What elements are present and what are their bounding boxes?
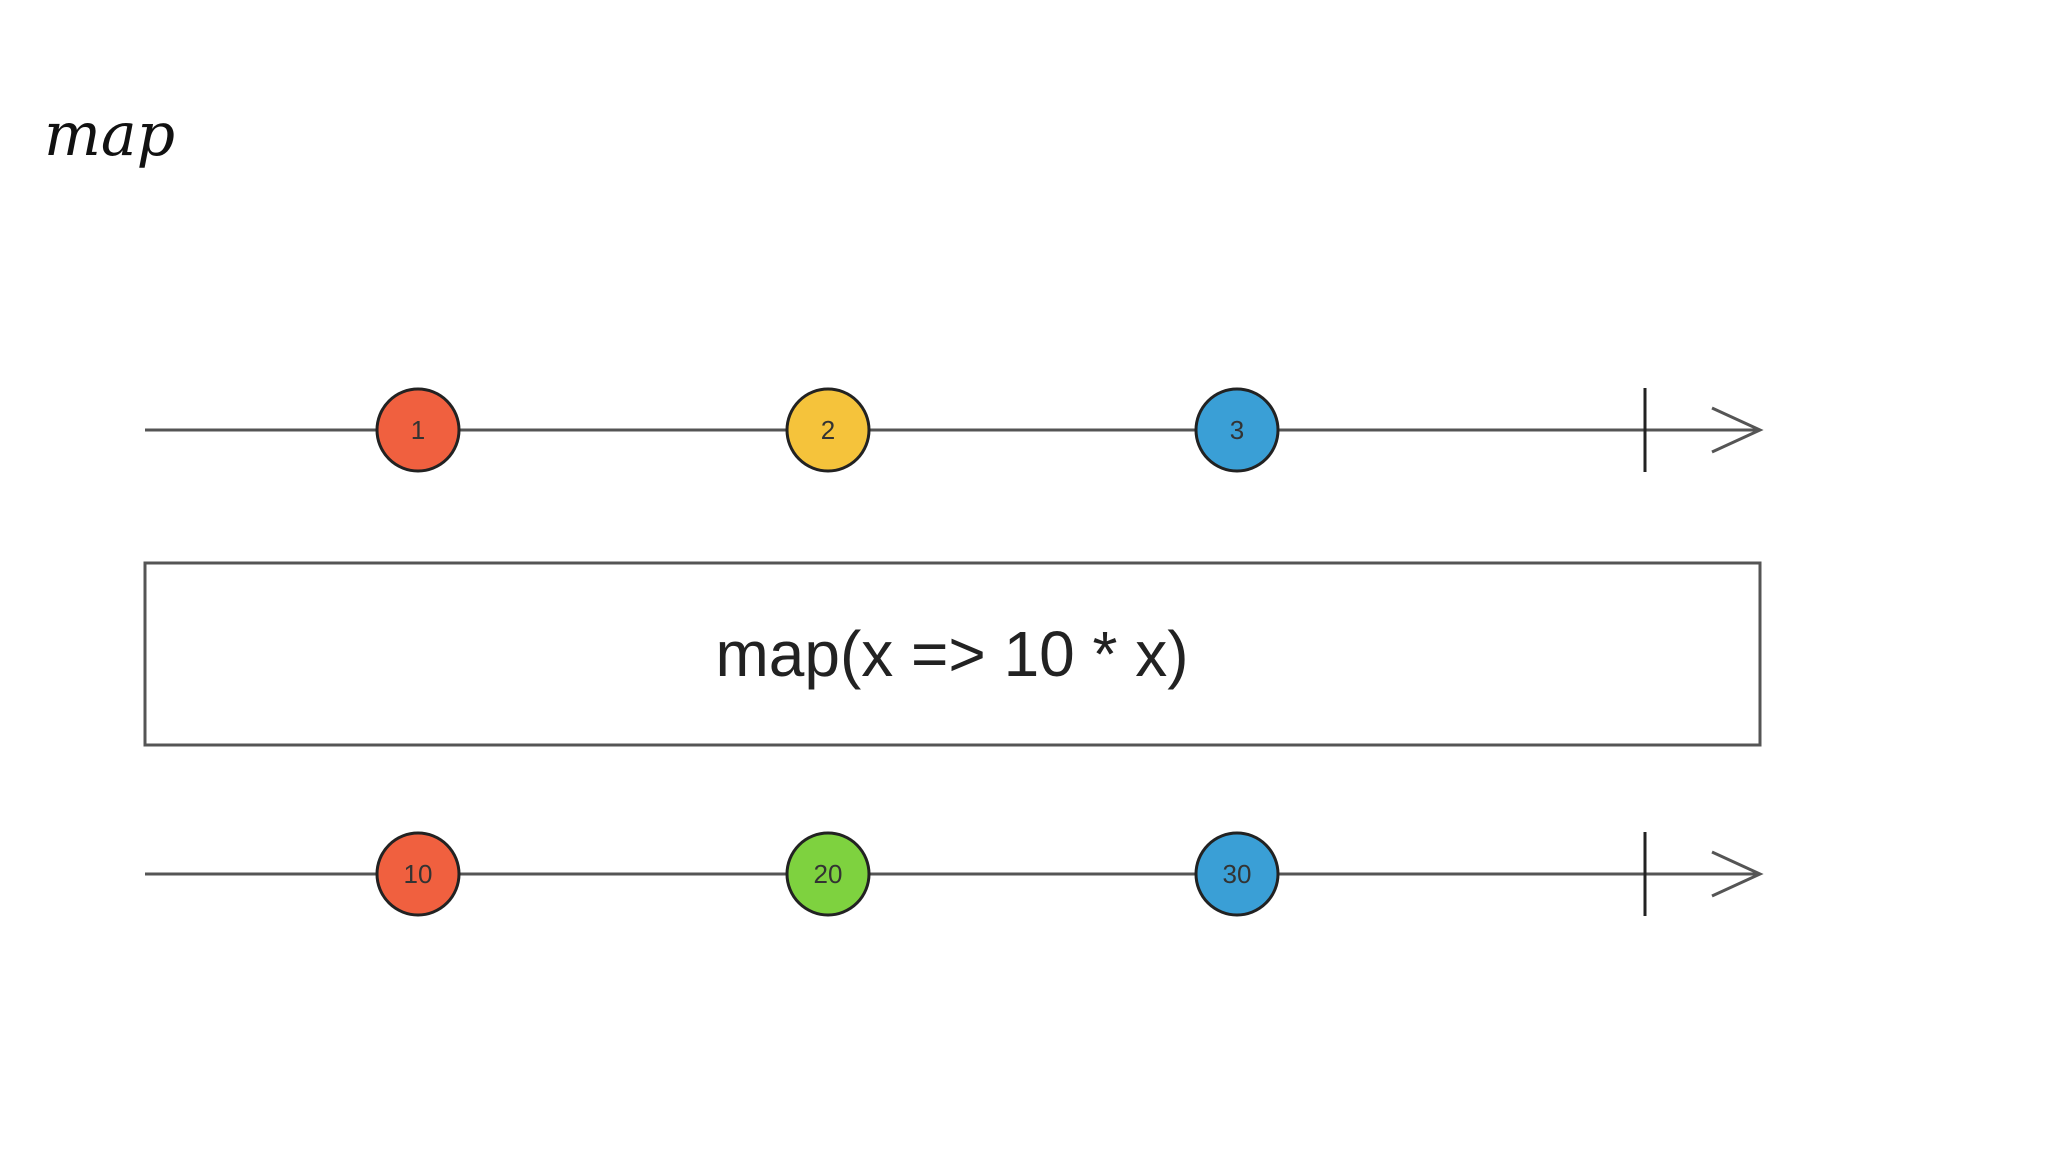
output-marble-1: 10	[375, 831, 461, 917]
input-marble-1-label: 1	[411, 415, 425, 445]
output-arrow-head	[1711, 850, 1764, 898]
input-marble-1: 1	[375, 387, 461, 473]
output-marble-1-label: 10	[404, 859, 433, 889]
output-marble-3-label: 30	[1223, 859, 1252, 889]
output-marble-2: 20	[785, 831, 871, 917]
input-marble-2: 2	[785, 387, 871, 473]
operator-box-frame	[143, 561, 1762, 747]
input-stream: 1 2 3	[145, 387, 1764, 473]
input-arrow-head	[1711, 406, 1764, 454]
operator-label: map(x => 10 * x)	[715, 618, 1188, 690]
output-marble-2-label: 20	[814, 859, 843, 889]
page-title: map	[44, 100, 176, 170]
output-marble-3: 30	[1194, 831, 1280, 917]
input-marble-2-label: 2	[821, 415, 835, 445]
output-stream: 10 20 30	[145, 831, 1764, 917]
input-marble-3: 3	[1194, 387, 1280, 473]
operator-box: map(x => 10 * x)	[143, 561, 1762, 747]
input-marble-3-label: 3	[1230, 415, 1244, 445]
